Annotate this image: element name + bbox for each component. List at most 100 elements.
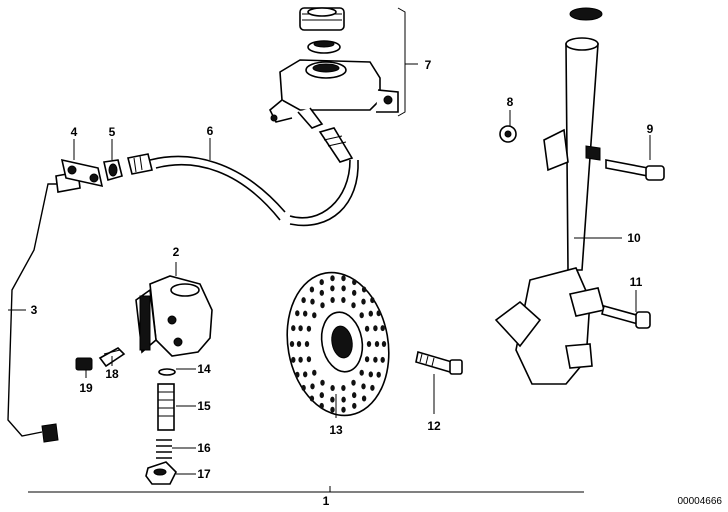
disc-hole (312, 312, 317, 319)
disc-hole (303, 371, 308, 378)
disc-hole (320, 379, 325, 386)
dust-cap (75, 357, 93, 371)
disc-hole (366, 341, 372, 347)
disc-hole (359, 312, 364, 319)
disc-hole (330, 285, 335, 292)
disc-hole (330, 297, 335, 303)
disc-hole (376, 310, 381, 317)
disc-hole (319, 392, 324, 399)
disc-hole (291, 356, 296, 363)
disc-hole (309, 286, 315, 293)
axle-bolt (601, 305, 651, 329)
disc-hole (319, 279, 324, 286)
label-7: 7 (425, 58, 432, 72)
disc-hole (301, 384, 306, 391)
label-17: 17 (197, 467, 211, 481)
label-16: 16 (197, 441, 211, 455)
disc-hole (330, 406, 335, 413)
brake-fluid-reservoir (269, 7, 399, 129)
disc-hole (361, 298, 366, 305)
disc-hole (306, 356, 312, 363)
disc-hole (370, 384, 375, 391)
disc-bolt (415, 350, 463, 375)
disc-hole (374, 341, 380, 347)
disc-hole (380, 356, 385, 363)
disc-hole (303, 310, 308, 317)
label-11: 11 (630, 275, 643, 289)
disc-hole (352, 402, 357, 409)
disc-hole (352, 392, 357, 399)
disc-hole (341, 285, 346, 292)
disc-hole (330, 385, 335, 391)
label-12: 12 (427, 419, 441, 433)
disc-hole (364, 356, 370, 363)
disc-hole (312, 369, 317, 376)
label-6: 6 (207, 124, 214, 138)
disc-hole (330, 275, 335, 282)
spring (156, 439, 172, 459)
disc-hole (310, 383, 315, 390)
disc-hole (304, 341, 310, 347)
disc-hole (319, 402, 324, 409)
brake-disc (286, 271, 390, 417)
label-15: 15 (197, 399, 211, 413)
disc-hole (298, 356, 303, 363)
disc-hole (364, 325, 370, 332)
fork-slider (494, 7, 605, 385)
drawing-code: 00004666 (678, 496, 723, 507)
disc-hole (291, 325, 296, 332)
disc-hole (341, 275, 346, 282)
disc-hole (309, 395, 315, 402)
disc-hole (380, 325, 385, 332)
disc-hole (341, 396, 346, 403)
brake-caliper (135, 275, 213, 357)
sealing-ring (158, 368, 176, 376)
disc-hole (359, 369, 364, 376)
disc-hole (361, 395, 367, 402)
disc-hole (296, 341, 302, 347)
label-2: 2 (173, 245, 180, 259)
clamp-bolt (605, 159, 665, 181)
disc-hole (310, 298, 315, 305)
disc-hole (368, 371, 373, 378)
disc-hole (376, 371, 381, 378)
label-4: 4 (71, 125, 78, 139)
disc-hole (361, 383, 366, 390)
guide-bolt (157, 383, 175, 431)
disc-hole (295, 371, 300, 378)
banjo-fitting (60, 158, 104, 188)
label-5: 5 (109, 125, 116, 139)
disc-hole (351, 302, 356, 309)
disc-hole (341, 297, 346, 303)
label-13: 13 (329, 423, 343, 437)
label-19: 19 (79, 381, 93, 395)
label-18: 18 (105, 367, 119, 381)
washer (499, 125, 517, 143)
label-8: 8 (507, 95, 514, 109)
disc-hole (352, 279, 357, 286)
disc-hole (320, 302, 325, 309)
label-3: 3 (31, 303, 38, 317)
assembly-line (28, 486, 584, 493)
disc-hole (341, 406, 346, 413)
disc-hole (352, 289, 357, 296)
disc-hole (381, 341, 387, 347)
disc-hole (341, 385, 346, 391)
disc-hole (370, 297, 375, 304)
disc-hole (368, 310, 373, 317)
disc-hole (298, 325, 303, 332)
disc-hole (295, 310, 300, 317)
reservoir-bracket-line (397, 7, 406, 117)
label-10: 10 (627, 231, 641, 245)
disc-hole (373, 356, 378, 363)
leader-lines (8, 110, 651, 475)
label-9: 9 (647, 122, 654, 136)
brake-line (7, 171, 81, 443)
disc-hole (351, 379, 356, 386)
disc-hole (373, 325, 378, 332)
union-nut (103, 159, 123, 182)
label-1: 1 (323, 494, 330, 508)
disc-hole (289, 341, 295, 347)
